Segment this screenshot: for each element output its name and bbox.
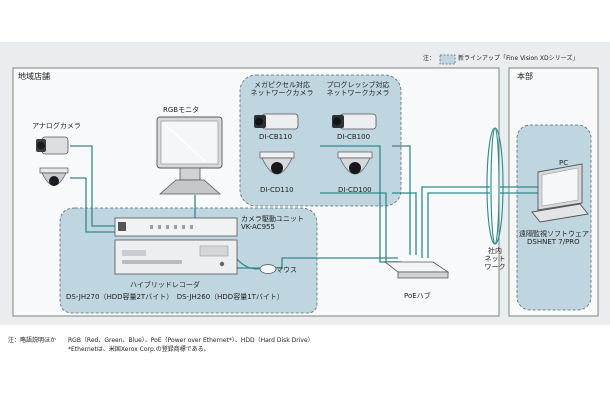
analog-camera-label: アナログカメラ: [32, 122, 81, 130]
cb110-label: DI-CB110: [259, 133, 293, 141]
rgb-monitor-icon: [156, 116, 223, 195]
pc-laptop-icon: [531, 163, 589, 223]
cd110-label: DI-CD110: [260, 186, 294, 194]
camera-drive-unit-icon: [114, 217, 238, 237]
legend-swatch: [439, 54, 456, 65]
progressive-camera-label: プログレッシブ対応ネットワークカメラ: [326, 81, 390, 98]
pc-label: PC: [559, 159, 569, 167]
network-camera-cb110-icon: [254, 113, 299, 130]
network-camera-cb100-icon: [332, 113, 377, 130]
network-camera-cd110-icon: [259, 151, 295, 175]
cb100-label: DI-CB100: [337, 133, 371, 141]
recorder-name-label: ハイブリッドレコーダ: [130, 281, 200, 289]
rgb-monitor-label: RGBモニタ: [163, 106, 200, 114]
notes-line1: RGB（Red、Green、Blue）、PoE（Power over Ether…: [68, 337, 314, 344]
analog-camera-box-icon: [36, 136, 69, 155]
mouse-label: マウス: [276, 266, 297, 274]
hq-title: 本部: [517, 72, 533, 81]
megapixel-camera-label: メガピクセル対応ネットワークカメラ: [250, 81, 314, 98]
cd100-label: DI-CD100: [338, 186, 372, 194]
store-title: 地域店舗: [18, 72, 50, 81]
poe-hub-label: PoEハブ: [404, 292, 431, 300]
intranet-ellipse: [486, 127, 504, 245]
mouse-icon: [259, 264, 277, 274]
recorder-models-label: DS-JH270（HDD容量2Tバイト） DS-JH260（HDD容量1Tバイト…: [66, 293, 284, 301]
hybrid-recorder-icon: [114, 239, 238, 275]
notes-line2: *Ethernetは、米国Xerox Corp.の登録商標である。: [68, 346, 210, 353]
network-camera-cd100-icon: [337, 151, 373, 175]
poe-hub-icon: [383, 261, 450, 279]
analog-camera-dome-icon: [39, 167, 69, 186]
legend-text: 新ラインアップ「Fine Vision XDシリーズ」: [458, 55, 579, 62]
legend-prefix: 注：: [423, 55, 436, 62]
intranet-label: 社内ネットワーク: [484, 247, 506, 272]
notes-prefix: 注：略語説明ほか: [8, 337, 57, 344]
